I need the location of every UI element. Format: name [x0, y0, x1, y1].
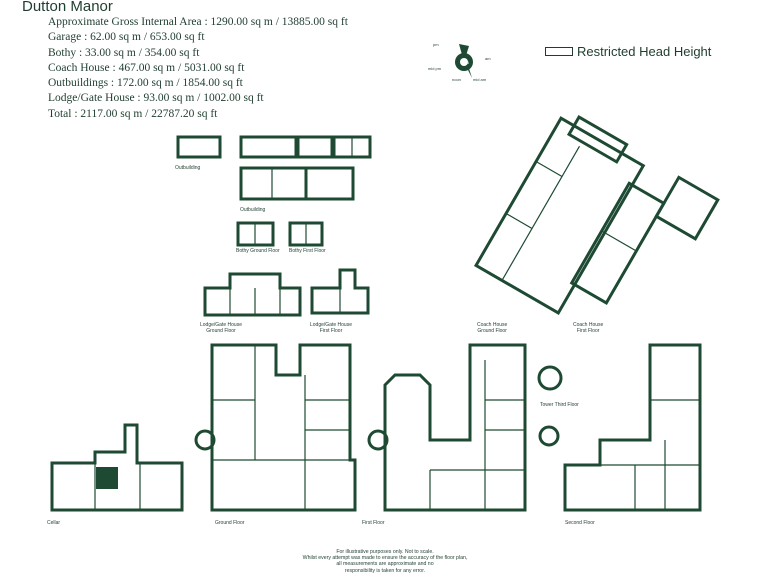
coach-house-ground-plan [473, 115, 646, 315]
label-first-floor: First Floor [362, 520, 385, 526]
compass-icon [455, 44, 473, 78]
area-line: Lodge/Gate House : 93.00 sq m / 1002.00 … [48, 92, 264, 105]
label-coach-first: Coach House First Floor [573, 322, 604, 334]
disclaimer-line: Whilst every attempt was made to ensure … [302, 555, 468, 562]
label-second-floor: Second Floor [565, 520, 595, 526]
label-bothy-first: Bothy First Floor [289, 248, 326, 254]
outbuilding-plan-2 [239, 166, 355, 201]
area-line: Approximate Gross Internal Area : 1290.0… [48, 16, 348, 28]
label-lodge-first: Lodge/Gate House First Floor [310, 322, 352, 334]
area-line: Garage : 62.00 sq m / 653.00 sq ft [48, 31, 205, 44]
compass-north: N [466, 60, 469, 65]
cellar-plan [50, 423, 184, 512]
area-line: Outbuildings : 172.00 sq m / 1854.00 sq … [48, 77, 243, 90]
restricted-head-height-swatch [545, 47, 573, 56]
label-tower-third: Tower Third Floor [540, 402, 579, 408]
compass-noon: noon [452, 77, 461, 82]
area-line: Total : 2117.00 sq m / 22787.20 sq ft [48, 107, 218, 120]
compass-pm: pm [433, 42, 439, 47]
label-outbuilding-1: Outbuilding [175, 165, 201, 171]
compass-mid-pm: mid pm [428, 66, 442, 71]
disclaimer: For illustrative purposes only. Not to s… [270, 549, 500, 574]
area-summary: Approximate Gross Internal Area : 1290.0… [48, 15, 348, 122]
legend-label: Restricted Head Height [577, 44, 712, 59]
compass-rose: pm am mid pm noon mid am N [428, 22, 498, 98]
legend: Restricted Head Height [545, 44, 711, 59]
label-bothy-ground: Bothy Ground Floor [236, 248, 280, 254]
bothy-plans [236, 221, 324, 247]
label-coach-ground: Coach House Ground Floor [477, 322, 508, 334]
tower-third-floor-plan [537, 365, 563, 447]
disclaimer-line: all measurements are approximate and no [336, 561, 434, 568]
area-line: Bothy : 33.00 sq m / 354.00 sq ft [48, 46, 200, 59]
label-cellar: Cellar [47, 520, 61, 526]
label-lodge-ground: Lodge/Gate House Ground Floor [200, 322, 242, 334]
label-ground-floor: Ground Floor [215, 520, 245, 526]
outbuilding-plan-1 [176, 135, 372, 159]
disclaimer-line: responsibility is taken for any error. [344, 567, 426, 574]
compass-mid-am: mid am [473, 77, 487, 82]
compass-am: am [485, 56, 491, 61]
disclaimer-line: For illustrative purposes only. Not to s… [336, 549, 434, 555]
lodge-plans [203, 268, 370, 317]
area-line: Coach House : 467.00 sq m / 5031.00 sq f… [48, 61, 245, 74]
label-outbuilding-2: Outbuilding [240, 207, 266, 213]
property-title: Dutton Manor [22, 0, 113, 15]
second-floor-plan [563, 343, 702, 512]
first-floor-plan [367, 343, 527, 512]
coach-house-first-plan [569, 175, 720, 305]
ground-floor-plan [194, 343, 357, 512]
